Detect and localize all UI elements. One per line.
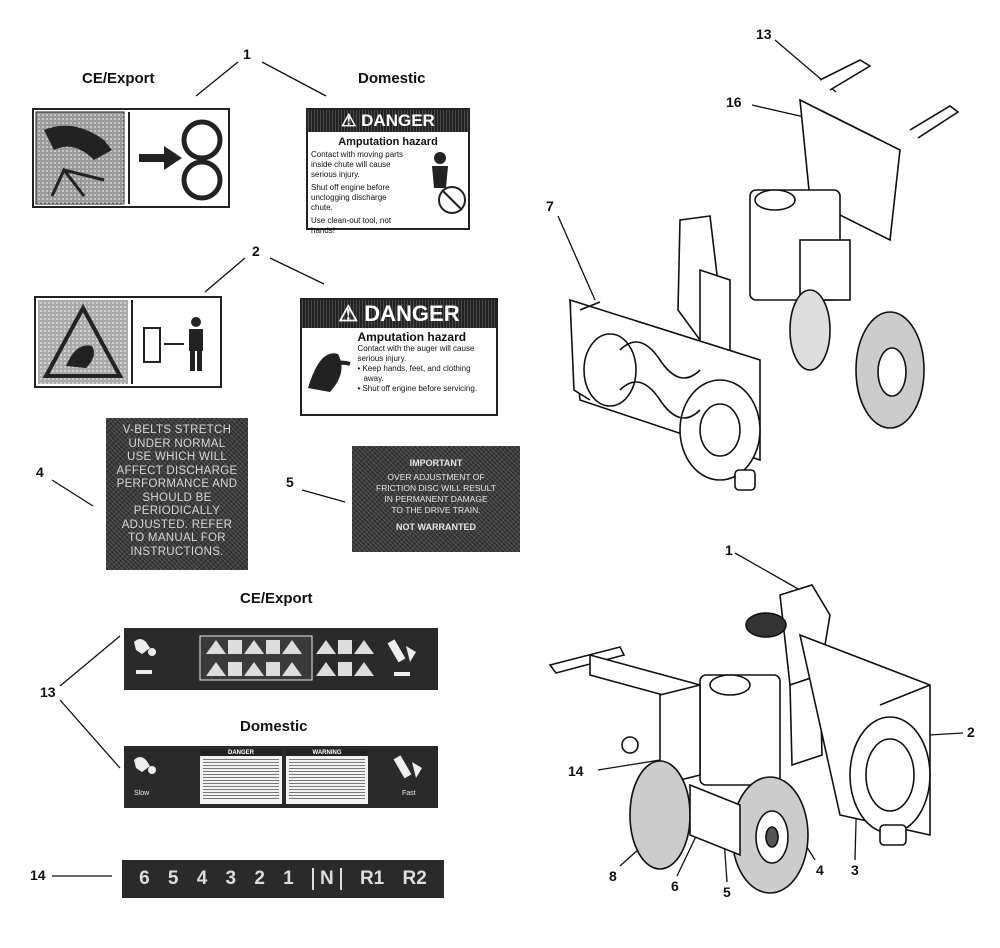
speed-1: 1 [283,868,294,889]
leader-f1 [734,552,801,591]
decal-1-ce-export [32,108,230,208]
callout-13: 13 [40,684,56,700]
callout-front-1: 1 [725,542,733,558]
callout-front-3: 3 [851,862,859,878]
speed-2: 2 [254,868,265,889]
warning-triangle-icon: ⚠ [341,111,357,130]
callout-14: 14 [30,867,46,883]
callout-front-4: 4 [816,862,824,878]
slow-label: Slow [134,790,150,797]
domestic-danger-panel: DANGER [200,750,282,804]
danger-banner: ⚠ DANGER [308,110,468,132]
fast-label: Fast [402,790,416,797]
callout-front-8: 8 [609,868,617,884]
callout-1: 1 [243,46,251,62]
speed-5: 5 [167,868,179,889]
header-domestic-1: Domestic [358,70,426,87]
ce-pictogram-strip [134,635,416,681]
chute-hazard-pictogram [35,111,223,205]
leader-13b [59,699,121,769]
decal-2-ce-export [34,296,222,388]
warning-triangle-icon: ⚠ [338,301,359,326]
leader-1b [261,61,327,97]
reverse-2: R2 [402,868,427,889]
speed-3: 3 [225,868,237,889]
auger-blade-icon [308,353,351,392]
decal-13-ce-export [124,628,438,690]
callout-5: 5 [286,474,294,490]
decal-4-vbelt: V-BELTS STRETCH UNDER NORMAL USE WHICH W… [106,418,248,570]
reverse-1: R1 [359,868,385,889]
neutral-indicator: N [311,868,342,890]
callout-front-5: 5 [723,884,731,900]
domestic-control-icons [134,755,422,779]
snowblower-rear-view [569,59,960,491]
decal-1-domestic: ⚠ DANGER Amputation hazard Contact with … [306,108,470,235]
header-ce-export-13: CE/Export [240,590,313,607]
leader-2b [269,257,325,285]
decal-title: Amputation hazard [338,136,438,148]
leader-m7 [557,215,596,301]
decal-2-domestic: ⚠ DANGER Amputation hazard Contact with … [300,298,498,416]
speed-4: 4 [196,868,208,889]
leader-5 [301,489,346,503]
callout-4: 4 [36,464,44,480]
leader-1a [195,61,239,97]
callout-2: 2 [252,243,260,259]
decal-2-text: Contact with the auger will cause seriou… [357,344,478,393]
callout-front-6: 6 [671,878,679,894]
danger-text: DANGER [364,301,460,326]
snowblower-front-view [548,584,931,894]
callout-machine-16: 16 [726,94,742,110]
danger-banner: ⚠ DANGER [302,300,496,328]
header-domestic-13: Domestic [240,718,308,735]
decal-5-friction-disc: IMPORTANT OVER ADJUSTMENT OF FRICTION DI… [352,446,520,552]
operator-hazard-icon [432,152,466,214]
leader-f14 [597,759,661,771]
callout-front-2: 2 [967,724,975,740]
decal-14-shift-pattern: 6 5 4 3 2 1 N R1 R2 [122,860,444,898]
header-ce-export-1: CE/Export [82,70,155,87]
decal-1-text: Contact with moving parts inside chute w… [311,150,404,235]
speed-6: 6 [139,868,150,889]
domestic-warning-panel: WARNING [286,750,368,804]
callout-machine-7: 7 [546,198,554,214]
leader-2a [204,257,246,293]
leader-13a [59,635,121,687]
callout-front-14: 14 [568,763,584,779]
callout-machine-13: 13 [756,26,772,42]
leader-4 [51,479,94,507]
auger-hazard-pictogram [38,300,203,384]
decal-13-domestic: Slow Fast DANGER WARNING [124,746,438,808]
decal-title: Amputation hazard [357,330,467,344]
danger-text: DANGER [361,111,435,130]
